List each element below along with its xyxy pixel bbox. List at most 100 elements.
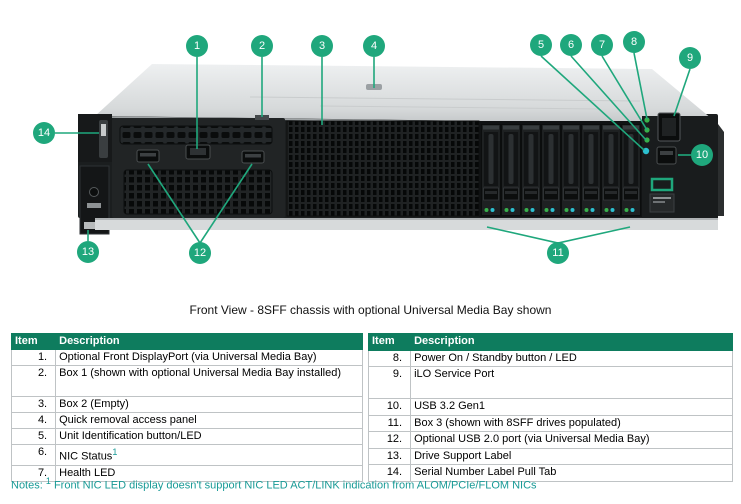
bottom-rail-shadow bbox=[95, 218, 718, 220]
table-header-row: Item Description bbox=[10, 333, 363, 350]
chassis-right-side bbox=[718, 124, 724, 216]
desc-cell: Box 1 (shown with optional Universal Med… bbox=[55, 365, 363, 397]
ilo-service-port-inner bbox=[662, 118, 676, 136]
footnote-marker: 1 bbox=[112, 447, 118, 457]
description-table-left: Item Description 1. Optional Front Displ… bbox=[10, 333, 363, 482]
description-header: Description bbox=[55, 333, 363, 350]
table-row: 7. Health LED bbox=[10, 464, 363, 482]
power-switch bbox=[89, 187, 99, 197]
box1-latch bbox=[255, 115, 269, 120]
table-row: 4. Quick removal access panel bbox=[10, 412, 363, 429]
table-row: 6. NIC Status1 bbox=[10, 444, 363, 466]
power-led bbox=[644, 117, 650, 123]
item-cell: 4. bbox=[10, 412, 57, 429]
item-cell: 6. bbox=[10, 444, 57, 466]
notes-prefix: Notes: bbox=[11, 479, 43, 492]
desc-cell: NIC Status1 bbox=[55, 444, 363, 466]
item-cell: 9. bbox=[367, 366, 412, 400]
lid-seam2 bbox=[319, 105, 601, 110]
item-cell: 7. bbox=[10, 464, 57, 482]
drive-bay-2 bbox=[501, 124, 521, 216]
callout-8: 8 bbox=[623, 31, 645, 53]
description-tables: Item Description 1. Optional Front Displ… bbox=[10, 333, 733, 482]
hpe-badge bbox=[650, 177, 674, 192]
callout-3: 3 bbox=[311, 35, 333, 57]
callout-7: 7 bbox=[591, 34, 613, 56]
lid-seam bbox=[249, 96, 641, 102]
desc-cell: iLO Service Port bbox=[410, 366, 733, 400]
table-header-row: Item Description bbox=[367, 333, 733, 351]
media-bay-lower-vent bbox=[123, 169, 273, 215]
desc-cell: Box 3 (shown with 8SFF drives populated) bbox=[410, 414, 733, 433]
table-row: 13. Drive Support Label bbox=[367, 447, 733, 466]
drive-bay-1 bbox=[481, 124, 501, 216]
drive-bay-4 bbox=[541, 124, 561, 216]
figure-caption: Front View - 8SFF chassis with optional … bbox=[189, 303, 552, 317]
desc-cell: Optional Front DisplayPort (via Universa… bbox=[55, 349, 363, 366]
desc-cell: Health LED bbox=[55, 464, 363, 482]
item-cell: 14. bbox=[367, 464, 412, 482]
desc-cell: USB 3.2 Gen1 bbox=[410, 398, 733, 416]
table-row: 12. Optional USB 2.0 port (via Universal… bbox=[367, 431, 733, 449]
desc-cell: Optional USB 2.0 port (via Universal Med… bbox=[410, 431, 733, 449]
description-header: Description bbox=[410, 333, 733, 351]
notes-footnote-marker: 1 bbox=[45, 476, 51, 486]
item-header: Item bbox=[367, 333, 412, 351]
server-front-view-figure: 1 2 3 4 5 6 7 8 9 10 11 12 13 14 bbox=[33, 31, 724, 264]
callout-1: 1 bbox=[186, 35, 208, 57]
table-row: 1. Optional Front DisplayPort (via Unive… bbox=[10, 349, 363, 366]
table-row: 8. Power On / Standby button / LED bbox=[367, 349, 733, 368]
callout-10: 10 bbox=[691, 144, 713, 166]
table-row: 14. Serial Number Label Pull Tab bbox=[367, 464, 733, 482]
server-illustration bbox=[55, 52, 724, 245]
notes-text: Front NIC LED display doesn't support NI… bbox=[53, 479, 537, 492]
usb3-port bbox=[656, 146, 677, 165]
item-header: Item bbox=[10, 333, 57, 350]
callout-5: 5 bbox=[530, 34, 552, 56]
item-cell: 11. bbox=[367, 414, 412, 433]
item-cell: 10. bbox=[367, 398, 412, 416]
drive-support-label bbox=[84, 222, 99, 229]
table-row: 3. Box 2 (Empty) bbox=[10, 396, 363, 413]
callout-4: 4 bbox=[363, 35, 385, 57]
proliant-label-line1 bbox=[653, 197, 671, 199]
desc-cell: Drive Support Label bbox=[410, 447, 733, 466]
desc-cell: Serial Number Label Pull Tab bbox=[410, 464, 733, 482]
desc-cell: Power On / Standby button / LED bbox=[410, 349, 733, 368]
callout-6: 6 bbox=[560, 34, 582, 56]
desc-cell: Unit Identification button/LED bbox=[55, 428, 363, 445]
desc-cell: Box 2 (Empty) bbox=[55, 396, 363, 413]
item-cell: 8. bbox=[367, 349, 412, 368]
footnotes: Notes: 1 Front NIC LED display doesn't s… bbox=[11, 476, 736, 492]
drive-bay-7 bbox=[601, 124, 621, 216]
callout-13: 13 bbox=[77, 241, 99, 263]
table-row: 5. Unit Identification button/LED bbox=[10, 428, 363, 445]
item-cell: 2. bbox=[10, 365, 57, 397]
callout-12: 12 bbox=[189, 242, 211, 264]
usb3-port-tongue bbox=[660, 151, 673, 155]
table-row: 9. iLO Service Port bbox=[367, 366, 733, 400]
table-row: 2. Box 1 (shown with optional Universal … bbox=[10, 365, 363, 397]
item-cell: 5. bbox=[10, 428, 57, 445]
left-box-small-label bbox=[87, 203, 101, 208]
desc-cell: Quick removal access panel bbox=[55, 412, 363, 429]
callout-11: 11 bbox=[547, 242, 569, 264]
drive-bay-3 bbox=[521, 124, 541, 216]
item-cell: 12. bbox=[367, 431, 412, 449]
callout-2: 2 bbox=[251, 35, 273, 57]
item-cell: 1. bbox=[10, 349, 57, 366]
table-row: 11. Box 3 (shown with 8SFF drives popula… bbox=[367, 414, 733, 433]
usb2-port-left-tongue bbox=[140, 153, 156, 157]
proliant-label-line2 bbox=[653, 201, 665, 203]
item-cell: 13. bbox=[367, 447, 412, 466]
bottom-rail bbox=[95, 218, 718, 230]
table-row: 10. USB 3.2 Gen1 bbox=[367, 398, 733, 416]
media-bay-vent bbox=[119, 125, 273, 145]
callout-14: 14 bbox=[33, 122, 55, 144]
callout-9: 9 bbox=[679, 47, 701, 69]
front-displayport-inner bbox=[190, 148, 206, 155]
description-table-right: Item Description 8. Power On / Standby b… bbox=[367, 333, 733, 482]
item-cell: 3. bbox=[10, 396, 57, 413]
serial-pull-tab-label bbox=[101, 124, 106, 136]
drive-bay-6 bbox=[581, 124, 601, 216]
